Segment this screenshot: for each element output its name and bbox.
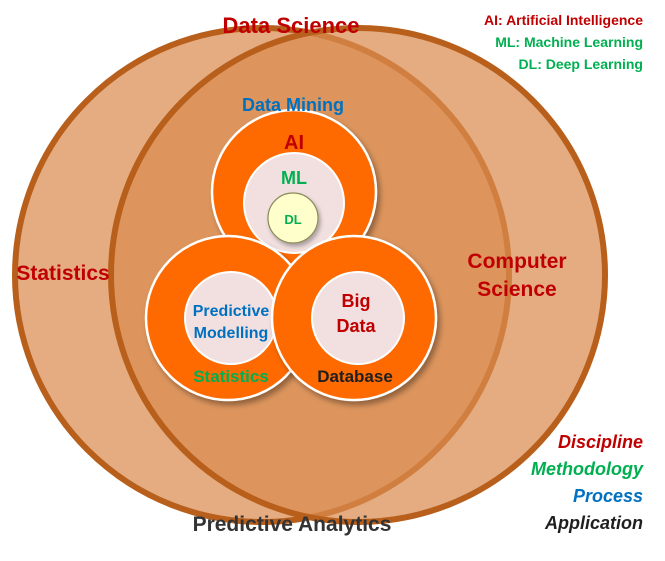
predictive-modelling-label-line2: Modelling xyxy=(194,325,269,342)
data-mining-label: Data Mining xyxy=(242,95,344,115)
definition-dl: DL: Deep Learning xyxy=(519,56,643,72)
computer-science-label-line2: Science xyxy=(477,278,556,301)
legend-methodology: Methodology xyxy=(531,459,644,479)
statistics-methodology-label: Statistics xyxy=(193,367,269,386)
predictive-analytics-label: Predictive Analytics xyxy=(193,513,392,536)
legend-discipline: Discipline xyxy=(558,432,643,452)
legend-application: Application xyxy=(544,513,643,533)
predictive-modelling-label-line1: Predictive xyxy=(193,303,270,320)
definition-ai: AI: Artificial Intelligence xyxy=(484,12,643,28)
big-data-label-line2: Data xyxy=(336,316,376,336)
ai-label: AI xyxy=(284,132,304,154)
database-label: Database xyxy=(317,367,393,386)
dl-circle xyxy=(267,192,319,244)
ml-label: ML xyxy=(281,168,307,188)
legend-process: Process xyxy=(573,486,643,506)
big-data-circle xyxy=(311,271,405,365)
big-data-label-line1: Big xyxy=(342,291,371,311)
statistics-discipline-label: Statistics xyxy=(16,262,109,285)
data-science-title: Data Science xyxy=(223,13,360,38)
computer-science-label-line1: Computer xyxy=(467,250,566,273)
definition-ml: ML: Machine Learning xyxy=(495,34,643,50)
dl-label: DL xyxy=(284,212,301,227)
